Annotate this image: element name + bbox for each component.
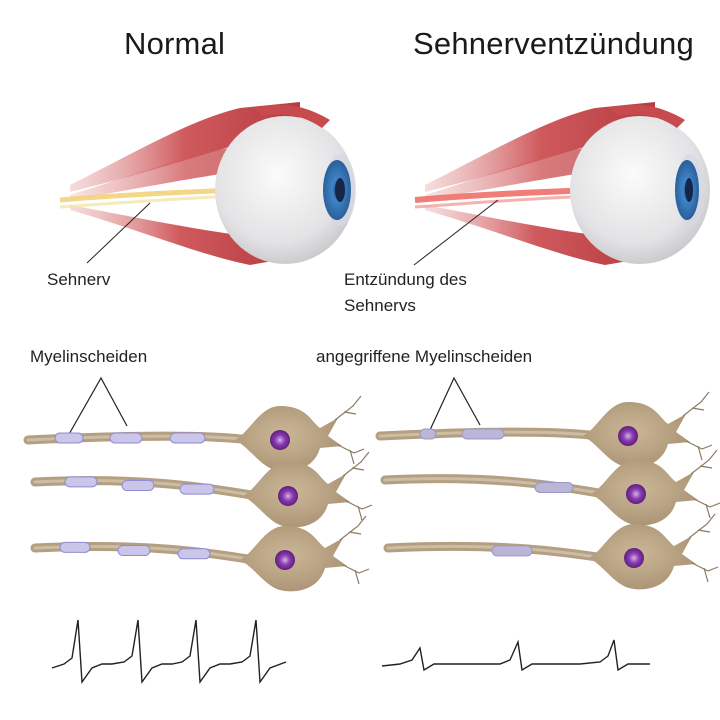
label-inflammation-line1: Entzündung des bbox=[344, 270, 467, 289]
myelin-sheath bbox=[54, 432, 84, 444]
myelin-sheath bbox=[169, 432, 206, 444]
lower-muscle bbox=[425, 205, 645, 265]
myelin-sheath bbox=[179, 483, 215, 495]
upper-muscle bbox=[425, 102, 655, 192]
neuron-healthy bbox=[30, 515, 370, 592]
neuron-damaged bbox=[375, 391, 713, 468]
myelin-sheath bbox=[491, 545, 533, 557]
myelin-sheath bbox=[419, 428, 437, 440]
signal-inflamed bbox=[381, 639, 650, 672]
nucleus bbox=[624, 548, 644, 568]
label-myelin: Myelinscheiden bbox=[30, 347, 148, 366]
optic-nerve-pointer bbox=[86, 202, 151, 264]
myelin-sheath bbox=[461, 428, 505, 440]
neuron-damaged bbox=[383, 513, 719, 590]
inflammation-pointer bbox=[413, 199, 499, 266]
myelin-sheath bbox=[121, 479, 155, 491]
eye-inflamed bbox=[414, 102, 710, 265]
dendrites bbox=[334, 395, 365, 465]
title-optic-neuritis: Sehnerventzündung bbox=[413, 26, 694, 61]
myelin-sheath bbox=[109, 432, 143, 444]
label-inflammation-line2: Sehnervs bbox=[344, 296, 416, 315]
myelin-sheath bbox=[59, 541, 91, 553]
myelin-sheath bbox=[117, 545, 151, 557]
lower-muscle bbox=[70, 205, 290, 265]
neuron-healthy bbox=[30, 451, 373, 528]
nucleus bbox=[275, 550, 295, 570]
myelin-sheath bbox=[177, 548, 211, 560]
nucleus bbox=[278, 486, 298, 506]
neuron-healthy bbox=[23, 395, 365, 472]
dendrites bbox=[688, 513, 719, 583]
label-optic-nerve: Sehnerv bbox=[47, 270, 111, 289]
myelin-sheath bbox=[534, 482, 574, 494]
dendrites bbox=[690, 449, 720, 519]
eye-normal bbox=[59, 102, 356, 265]
neuron-damaged bbox=[380, 449, 720, 526]
label-damaged-myelin: angegriffene Myelinscheiden bbox=[316, 347, 533, 366]
nucleus bbox=[270, 430, 290, 450]
nucleus bbox=[618, 426, 638, 446]
myelin-sheath bbox=[64, 476, 98, 488]
signal-normal bbox=[51, 619, 287, 685]
nucleus bbox=[626, 484, 646, 504]
dendrites bbox=[682, 391, 713, 461]
dendrites bbox=[342, 451, 373, 521]
upper-muscle bbox=[70, 102, 300, 192]
eyeball bbox=[215, 116, 355, 264]
dendrites bbox=[339, 515, 370, 585]
myelin-pointer bbox=[67, 376, 128, 437]
eyeball bbox=[570, 116, 710, 264]
title-normal: Normal bbox=[124, 26, 226, 61]
damaged-myelin-pointer bbox=[429, 376, 481, 431]
